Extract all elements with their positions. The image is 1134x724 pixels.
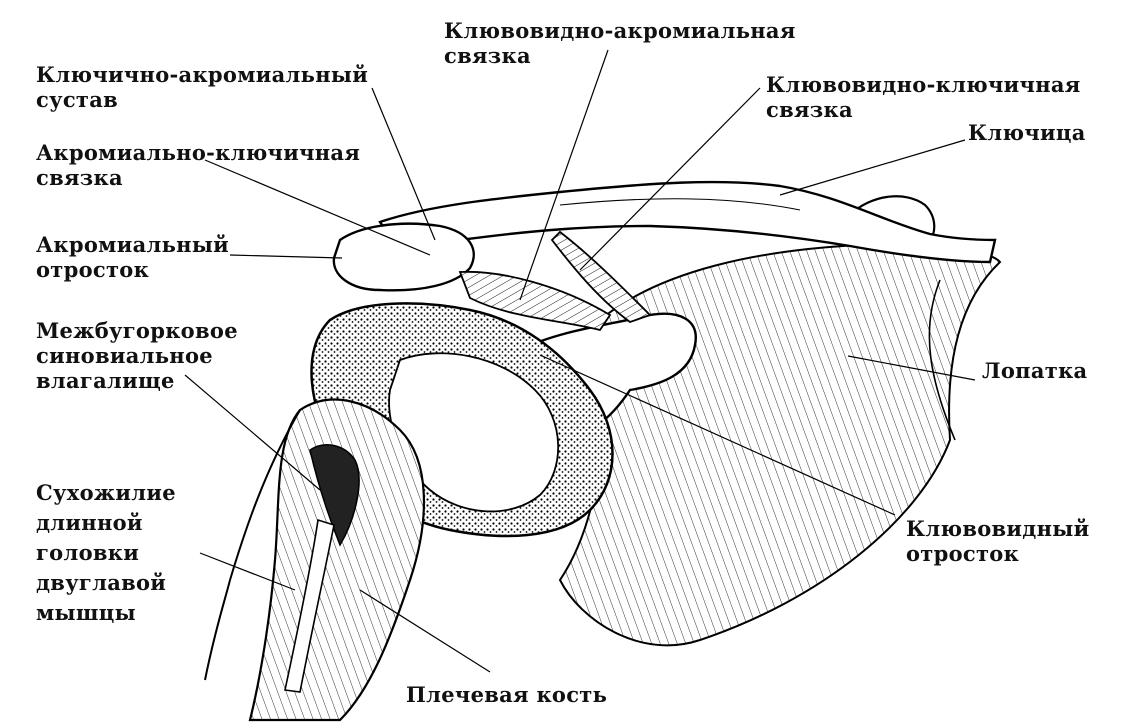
leader-coracoacromial-ligament	[519, 49, 609, 301]
leader-intertubercular-sheath	[184, 374, 321, 491]
coracoclavicular-ligament-shape	[550, 230, 652, 324]
label-clavicle: Ключица	[968, 120, 1086, 145]
leader-acromion	[229, 254, 343, 259]
leader-lines	[184, 49, 976, 673]
leader-scapula	[847, 355, 976, 381]
biceps-tendon-shape	[284, 518, 335, 693]
leader-biceps-tendon	[199, 552, 296, 591]
humerus-shaft-shape	[248, 398, 426, 722]
clavicle-shape	[378, 180, 997, 264]
label-acromioclavicular-joint: Ключично-акромиальный сустав	[36, 62, 369, 112]
leader-acromioclavicular-joint	[371, 87, 436, 241]
label-biceps-tendon: Сухожилие длинной головки двуглавой мышц…	[36, 480, 176, 625]
label-intertubercular-sheath: Межбугорковое синовиальное влагалище	[36, 318, 238, 393]
label-coracoclavicular-ligament: Клювовидно-ключичная связка	[766, 72, 1081, 122]
scapula-border-line	[928, 279, 956, 441]
label-scapula: Лопатка	[982, 358, 1088, 383]
leader-coracoid-process	[539, 354, 896, 516]
leader-coracoclavicular-ligament	[579, 87, 761, 271]
label-acromioclavicular-ligament: Акромиально-ключичная связка	[36, 140, 361, 190]
leader-clavicle	[779, 139, 966, 196]
label-humerus: Плечевая кость	[406, 682, 608, 707]
leader-acromioclavicular-ligament	[204, 159, 431, 256]
coracoacromial-ligament-shape	[458, 270, 612, 332]
label-coracoacromial-ligament: Клювовидно-акромиальная связка	[444, 18, 796, 68]
acromion-shape	[332, 222, 475, 292]
intertubercular-sheath-shape	[309, 444, 360, 547]
leader-humerus	[359, 589, 491, 673]
label-acromion: Акромиальный отросток	[36, 232, 230, 282]
label-coracoid-process: Клювовидный отросток	[906, 516, 1090, 566]
